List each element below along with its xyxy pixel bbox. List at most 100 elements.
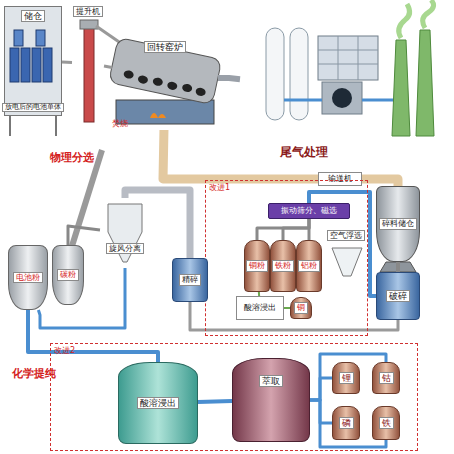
fan <box>332 88 352 108</box>
screening-unit: 振动筛分、磁选 <box>268 203 350 219</box>
flame <box>150 113 166 118</box>
pipe-connector <box>28 310 158 362</box>
product-tank: 锂 <box>332 362 360 394</box>
bin-leg <box>55 116 57 136</box>
equipment-name: 放电后的电池单体 <box>2 103 64 112</box>
kiln-drum <box>109 38 222 105</box>
equipment-name: 铜 <box>294 302 308 313</box>
battery-cell <box>14 30 23 46</box>
equipment-name: 空气浮选 <box>327 230 365 241</box>
equipment-name: 铁 <box>379 417 394 429</box>
cabinet-line <box>338 36 339 80</box>
equipment-name: 钴 <box>379 372 394 384</box>
equipment-area: 回转窑炉焚烧 <box>112 25 218 130</box>
crusher-hopper <box>380 262 416 272</box>
product-tank: 磷 <box>332 406 360 440</box>
storage-silo: 碎料储仓 <box>376 186 420 262</box>
pipe <box>284 99 322 102</box>
inclined-conveyor <box>72 150 102 246</box>
pipe-connector <box>218 78 240 79</box>
equipment-name: 碎料储仓 <box>379 218 417 229</box>
equipment-area: 空气浮选 <box>326 230 366 280</box>
smoke <box>399 4 410 38</box>
pipe-connector <box>104 66 112 68</box>
equipment-name: 回转窑炉 <box>144 41 186 53</box>
equipment-name: 改进2 <box>54 346 75 355</box>
battery-pellet <box>167 81 178 91</box>
powder-tank: 电池粉 <box>8 245 48 310</box>
pipe-connector <box>396 262 400 272</box>
leaching-tank: 酸溶浸出 <box>118 362 198 444</box>
battery-pellet <box>123 70 134 80</box>
battery-pellet <box>181 83 192 93</box>
elevator-column <box>84 24 94 122</box>
battery-cell <box>36 30 45 46</box>
fan-unit <box>322 82 362 114</box>
product-tank: 铁粉 <box>270 240 296 292</box>
scrubber-tower <box>290 28 308 120</box>
equipment-name: 尾气处理 <box>280 146 328 160</box>
pipe-connector <box>198 399 232 404</box>
powder-tank: 碳粉 <box>52 245 84 305</box>
battery-cell <box>32 48 41 82</box>
cabinet-line <box>318 64 378 65</box>
battery-cell <box>21 48 30 82</box>
equipment-name: 铝粉 <box>298 260 320 271</box>
equipment-name: 输送机 <box>328 174 352 183</box>
battery-pellet <box>152 77 163 87</box>
section-label: 物理分选 <box>50 150 94 165</box>
battery-cell <box>10 48 19 82</box>
product-tank: 铝粉 <box>296 240 322 292</box>
equipment-name: 改进1 <box>209 183 230 192</box>
equipment-name: 锂 <box>339 372 354 384</box>
equipment-name: 铁粉 <box>272 260 294 271</box>
equipment-name: 振动筛分、磁选 <box>281 206 337 215</box>
section-label: 化学提纯 <box>12 366 56 381</box>
pipe-connector <box>308 219 311 240</box>
control-cabinet <box>318 36 378 80</box>
crusher-machine: 精碎 <box>172 258 208 302</box>
equipment-name: 焚烧 <box>112 119 128 128</box>
kiln-base <box>116 100 214 124</box>
product-tank: 钴 <box>372 362 400 394</box>
equipment-name: 电池粉 <box>13 272 43 283</box>
battery-pellet <box>195 87 206 97</box>
crusher-machine: 破碎 <box>376 272 420 320</box>
storage-bin: 储仓放电后的电池单体 <box>4 6 62 116</box>
equipment-name: 储仓 <box>21 10 45 22</box>
cabinet-line <box>358 36 359 80</box>
improvement-region: 改进1 振动筛分、磁选铜粉铁粉铝粉 空气浮选酸溶浸出 铜 <box>205 180 368 336</box>
chimney <box>392 40 410 136</box>
flotation-funnel <box>332 248 362 276</box>
equipment-name: 萃取 <box>259 375 283 387</box>
equipment-name: 提升机 <box>73 6 103 17</box>
equipment-name: 旋风分离 <box>106 243 144 254</box>
pipe-connector <box>62 61 72 64</box>
elevator-head <box>80 20 98 29</box>
pipe-connector <box>68 226 100 245</box>
equipment-name: 酸溶浸出 <box>244 303 276 312</box>
equipment-name: 碳粉 <box>57 269 79 280</box>
equipment-label: 酸溶浸出 <box>236 296 284 320</box>
pipe-connector <box>257 219 309 240</box>
product-tank: 铁 <box>372 406 400 440</box>
equipment-name: 铜粉 <box>246 260 268 271</box>
equipment-area: 旋风分离 <box>100 198 150 268</box>
equipment-name: 精碎 <box>179 274 201 285</box>
feed-chute <box>96 26 122 44</box>
pipe-connector <box>283 219 309 240</box>
smoke <box>423 0 434 28</box>
chimney <box>416 30 434 136</box>
bin-leg <box>9 116 11 136</box>
equipment-name: 酸溶浸出 <box>137 397 179 409</box>
cabinet-line <box>318 50 378 51</box>
extraction-tank: 萃取 <box>232 358 310 442</box>
equipment-area: 提升机 <box>72 6 104 120</box>
product-tank: 铜粉 <box>244 240 270 292</box>
scrubber-tower <box>266 28 284 120</box>
improvement-region: 改进2 酸溶浸出 萃取 锂 钴磷 铁 <box>50 343 418 451</box>
battery-cell <box>43 48 52 82</box>
equipment-name: 破碎 <box>386 290 410 302</box>
equipment-name: 磷 <box>339 417 354 429</box>
product-tank: 铜 <box>290 297 312 319</box>
